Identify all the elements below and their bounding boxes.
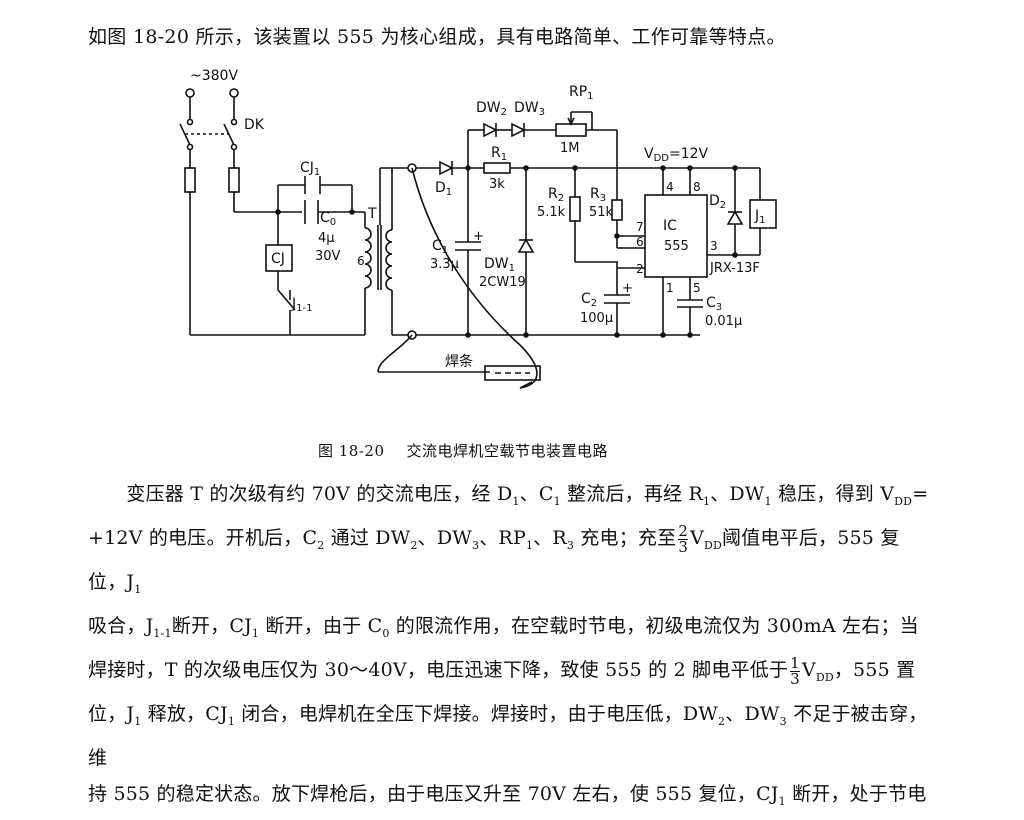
dw1-label: DW1 xyxy=(484,256,515,274)
body-line-6: 持 555 的稳定状态。放下焊枪后，由于电压又升至 70V 左右，使 555 复… xyxy=(88,783,927,808)
pin3-label: 3 xyxy=(710,239,718,253)
dw2-label: DW2 xyxy=(476,100,507,118)
pin7-label: 7 xyxy=(636,220,644,234)
rp1-value: 1M xyxy=(560,141,580,156)
c0-value-cap: 4μ xyxy=(318,231,335,246)
c1-value: 3.3μ xyxy=(430,257,459,272)
r2-value: 5.1k xyxy=(537,205,566,220)
r3-value: 51k xyxy=(589,205,614,220)
pin8-label: 8 xyxy=(693,180,701,194)
c2-plus: + xyxy=(622,281,633,296)
c3-label: C3 xyxy=(706,295,722,313)
d1-label: D1 xyxy=(435,180,452,198)
d2-label: D2 xyxy=(709,193,726,211)
cj-coil-label: CJ xyxy=(271,251,285,267)
r1-label: R1 xyxy=(491,145,507,163)
transformer-label: T xyxy=(367,206,377,222)
figure-caption: 图 18-20 交流电焊机空载节电装置电路 xyxy=(318,440,608,461)
c1-plus: + xyxy=(473,229,484,244)
pin5-label: 5 xyxy=(693,281,701,295)
document-page: 如图 18-20 所示，该装置以 555 为核心组成，具有电路简单、工作可靠等特… xyxy=(88,26,928,808)
c1-label: C1 xyxy=(432,238,448,256)
intro-text: 如图 18-20 所示，该装置以 555 为核心组成，具有电路简单、工作可靠等特… xyxy=(88,26,786,48)
vdd-label: VDD=12V xyxy=(644,146,709,164)
body-paragraph: 变压器 T 的次级有约 70V 的交流电压，经 D1、C1 整流后，再经 R1、… xyxy=(88,476,933,820)
body-line-3: 吸合，J1-1断开，CJ1 断开，由于 C0 的限流作用，在空载时节电，初级电流… xyxy=(88,615,919,640)
dw1-type: 2CW19 xyxy=(479,275,526,290)
circuit-diagram: ~380V DK CJ1 C0 4μ 30V T 6 CJ J1-1 D1 C1… xyxy=(179,68,777,389)
c2-value: 100μ xyxy=(580,311,613,326)
body-line-1: 变压器 T 的次级有约 70V 的交流电压，经 D1、C1 整流后，再经 R1、… xyxy=(126,483,929,508)
rp1-label: RP1 xyxy=(569,84,594,102)
pin2-label: 2 xyxy=(636,262,644,276)
body-line-4: 焊接时，T 的次级电压仅为 30～40V，电压迅速下降，致使 555 的 2 脚… xyxy=(88,653,916,688)
c0-value-volt: 30V xyxy=(315,249,341,264)
body-line-5: 位，J1 释放，CJ1 闭合，电焊机在全压下焊接。焊接时，由于电压低，DW2、D… xyxy=(88,703,928,769)
r3-label: R3 xyxy=(590,186,606,204)
pin6-label: 6 xyxy=(636,235,644,249)
electrode-label: 焊条 xyxy=(445,353,473,370)
supply-label: ~380V xyxy=(190,68,238,84)
c3-value: 0.01μ xyxy=(705,314,742,329)
ic-type: 555 xyxy=(664,239,689,254)
dk-label: DK xyxy=(244,117,265,133)
j11-label: J1-1 xyxy=(291,296,312,314)
cj1-label: CJ1 xyxy=(300,160,320,178)
pin4-label: 4 xyxy=(666,180,674,194)
figure-title: 交流电焊机空载节电装置电路 xyxy=(406,442,609,460)
dw3-label: DW3 xyxy=(514,100,545,118)
c0-label: C0 xyxy=(320,210,336,228)
r2-label: R2 xyxy=(548,186,564,204)
winding-label: 6 xyxy=(357,254,365,268)
ic-label: IC xyxy=(663,218,677,234)
figure-number: 图 18-20 xyxy=(318,442,385,460)
c2-label: C2 xyxy=(581,291,597,309)
relay-type: JRX-13F xyxy=(709,261,760,276)
pin1-label: 1 xyxy=(666,281,674,295)
r1-value: 3k xyxy=(489,177,505,192)
j1-label: J1 xyxy=(754,208,766,226)
